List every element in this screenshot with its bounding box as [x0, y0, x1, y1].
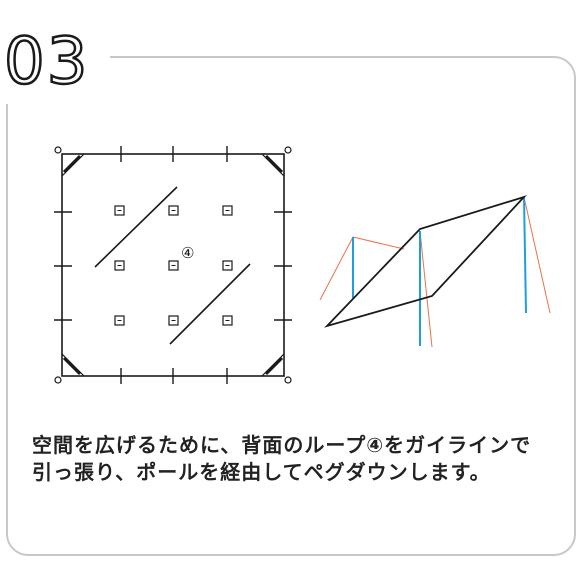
poles: [352, 196, 527, 346]
tarp-side-view: [319, 195, 551, 348]
corner-patch: [61, 153, 85, 177]
corner-loop-icon: [284, 376, 292, 384]
step-panel: [6, 56, 576, 556]
loop-grid: [114, 205, 233, 326]
corner-patch: [61, 353, 85, 377]
edge-tabs: [54, 146, 292, 384]
corner-patch: [261, 353, 285, 377]
fold-line: [169, 263, 251, 345]
tarp-side-outline: [324, 195, 527, 328]
corner-patch: [261, 153, 285, 177]
fold-line: [94, 186, 178, 268]
instruction-text: 空間を広げるために、背面のループ④をガイラインで引っ張り、ポールを経由してペグダ…: [32, 433, 532, 484]
corner-loop-icon: [54, 376, 62, 384]
step-number: 03: [3, 25, 90, 99]
corner-loop-icon: [284, 146, 292, 154]
loop-marker-label: ④: [181, 244, 194, 262]
step-badge: 03: [0, 18, 110, 104]
guy-lines: [319, 196, 551, 348]
corner-loop-icon: [54, 146, 62, 154]
tarp-top-view: [54, 146, 292, 384]
